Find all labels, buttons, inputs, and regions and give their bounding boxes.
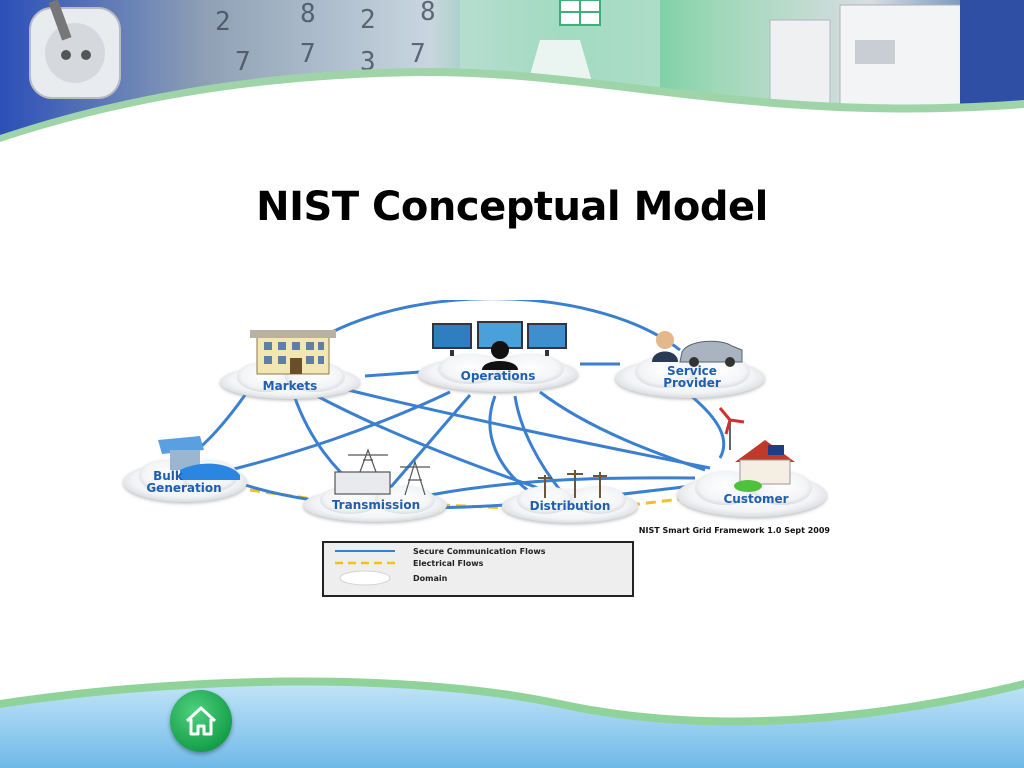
comm-flow-markets-distribution [314,393,551,494]
comm-flow-operations-transmission [388,394,472,489]
comm-flow-operations-distribution-b [488,395,531,494]
label-bulk-generation-line2: Generation [146,481,221,495]
label-bulk-generation-line1: Bulk [153,469,184,483]
distribution-pole-icon [538,470,607,498]
slide-title: NIST Conceptual Model [256,184,768,230]
svg-text:7: 7 [235,47,251,77]
domain-service-provider [615,356,765,398]
comm-flow-bulk-customer [229,478,701,510]
svg-text:2: 2 [215,7,231,37]
socket-icon [29,0,121,99]
svg-text:2: 2 [360,5,376,35]
label-markets: Markets [263,379,318,393]
home-icon [185,706,217,736]
svg-text:8: 8 [420,0,436,27]
label-customer: Customer [723,492,788,506]
domain-distribution [502,486,638,523]
diagram-caption: NIST Smart Grid Framework 1.0 Sept 2009 [639,526,831,535]
comm-flow-operations-distribution-a [513,395,562,491]
transmission-tower-icon [334,448,430,496]
comm-flow-service-customer [689,393,726,459]
comm-flow-operations-bulk [229,390,451,472]
legend-domain-label: Domain [413,574,448,583]
footer-wave [0,677,1024,768]
home-button[interactable] [170,690,232,752]
legend-electrical-label: Electrical Flows [413,559,484,568]
house-windmill-icon [718,407,795,492]
label-service-provider-line1: Service [667,364,717,378]
legend: Secure Communication Flows Electrical Fl… [322,541,634,597]
comm-flow-operations-customer [539,390,706,472]
domain-operations [418,354,578,392]
power-plant-icon [158,436,240,480]
svg-text:7: 7 [410,39,426,69]
service-provider-icon [652,331,743,367]
building-icon [250,330,336,375]
legend-communication-label: Secure Communication Flows [413,547,546,556]
svg-text:7: 7 [300,39,316,69]
legend-domain-swatch [339,570,391,586]
label-service-provider-line2: Provider [663,376,721,390]
comm-flow-markets-customer [339,386,711,470]
svg-text:8: 8 [300,0,316,29]
comm-flow-transmission-customer [429,476,696,497]
label-distribution: Distribution [530,499,611,513]
label-transmission: Transmission [332,498,420,512]
control-room-icon [432,321,567,370]
communication-flows [179,300,726,510]
label-operations: Operations [461,369,536,383]
comm-flow-markets-operations [364,370,421,378]
nist-model-diagram: Markets Operations Service Provider Bulk… [123,300,831,597]
